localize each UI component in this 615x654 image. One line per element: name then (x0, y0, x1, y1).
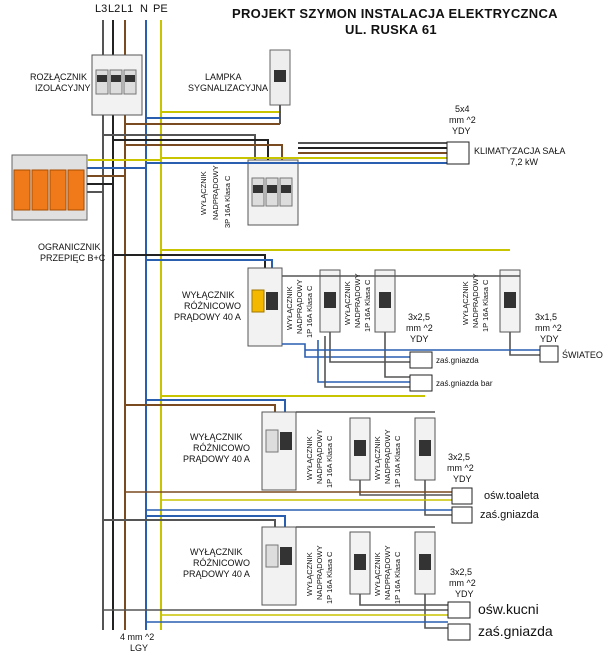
s1-cable-b-1: 3x1,5 (535, 312, 558, 322)
lamp-label-2: SYGNALIZACYJNA (188, 83, 269, 93)
mcb3p-label-3: 3P 16A Klasa C (223, 175, 232, 228)
section1-breakers (319, 269, 521, 333)
s3-b2-label-3: 1P 16A Klasa C (393, 551, 402, 604)
title-line1: PROJEKT SZYMON INSTALACJA ELEKTRYCZNCA (232, 6, 558, 21)
main-bus (102, 20, 162, 630)
bus-cable-size: 4 mm ^2 (120, 632, 155, 642)
s3-cable-2: mm ^2 (449, 578, 476, 588)
s1-b1-label-2: NADPRĄDOWY (295, 279, 304, 334)
surge-protector (11, 154, 161, 221)
section3-box1 (447, 601, 471, 619)
s2-rcd-label-3: PRĄDOWY 40 A (183, 454, 250, 464)
s3-rcd-label-2: RÓŻNICOWO (193, 558, 250, 568)
s1-load1: zaś.gniazda (436, 356, 479, 365)
s2-b1-label-1: WYŁĄCZNIK (305, 436, 314, 480)
s3-load2: zaś.gniazda (478, 623, 553, 639)
klima-cable-2: mm ^2 (449, 115, 476, 125)
isolator-label-2: IZOLACYJNY (35, 83, 91, 93)
section3-feed (103, 515, 286, 527)
s2-rcd-label-2: RÓŻNICOWO (193, 443, 250, 453)
s2-cable-2: mm ^2 (447, 463, 474, 473)
s3-rcd-label-1: WYŁĄCZNIK (190, 547, 243, 557)
s2-b2-label-3: 1P 10A Klasa C (393, 435, 402, 488)
s1-cable-a-3: YDY (410, 334, 429, 344)
signal-lamp (125, 49, 291, 125)
section2-box2 (451, 506, 473, 524)
s1-b1-label-3: 1P 16A Klasa C (305, 285, 314, 338)
s3-b1-label-1: WYŁĄCZNIK (305, 552, 314, 596)
bus-cable-type: LGY (130, 643, 149, 653)
section3-breakers (349, 531, 436, 595)
bus-label-n: N (140, 3, 148, 15)
s1-cable-b-3: YDY (540, 334, 559, 344)
s3-b2-label-2: NADPRĄDOWY (383, 545, 392, 600)
s1-rcd-label-2: RÓŻNICOWO (184, 301, 241, 311)
s3-load1: ośw.kucni (478, 601, 539, 617)
section1-wiring (282, 275, 540, 388)
s3-b2-label-1: WYŁĄCZNIK (373, 552, 382, 596)
klima-label-1: KLIMATYZACJA SAŁA (474, 146, 566, 156)
s2-b1-label-3: 1P 16A Klasa C (325, 435, 334, 488)
s2-b2-label-2: NADPRĄDOWY (383, 429, 392, 484)
s2-load1: ośw.toaleta (484, 490, 540, 502)
lamp-label-1: LAMPKA (205, 72, 242, 82)
bus-label-l3: L3 (95, 3, 108, 15)
s1-cable-a-1: 3x2,5 (408, 312, 431, 322)
s2-b1-label-2: NADPRĄDOWY (315, 429, 324, 484)
s2-b2-label-1: WYŁĄCZNIK (373, 436, 382, 480)
s3-rcd-label-3: PRĄDOWY 40 A (183, 569, 250, 579)
section1-box2 (409, 374, 433, 392)
s2-load2: zaś.gniazda (480, 509, 539, 521)
section2-feed (125, 395, 425, 412)
section1-feed (113, 249, 510, 268)
mcb3p-label-1: WYŁĄCZNIK (199, 171, 208, 215)
s2-cable-3: YDY (453, 474, 472, 484)
bus-label-pe: PE (153, 3, 168, 15)
isolator-label-1: ROZŁĄCZNIK (30, 72, 88, 82)
s1-b2-label-3: 1P 16A Klasa C (363, 279, 372, 332)
s1-b3-label-3: 1P 16A Klasa C (481, 279, 490, 332)
s1-b3-label-2: NADPRĄDOWY (471, 273, 480, 328)
surge-label-1: OGRANICZNIK (38, 242, 101, 252)
bus-label-l1: L1 (121, 3, 134, 15)
s2-rcd-label-1: WYŁĄCZNIK (190, 432, 243, 442)
section1-rcd (247, 267, 283, 347)
s1-b1-label-1: WYŁĄCZNIK (285, 286, 294, 330)
surge-label-2: PRZEPIĘC B+C (40, 253, 106, 263)
klima-junction-box (446, 141, 470, 165)
s1-b2-label-1: WYŁĄCZNIK (343, 281, 352, 325)
s1-load2: zaś.gniazda bar (436, 379, 493, 388)
s1-rcd-label-3: PRĄDOWY 40 A (174, 312, 241, 322)
section3-box2 (447, 623, 471, 641)
section2-box1 (451, 487, 473, 505)
klima-cable-3: YDY (452, 126, 471, 136)
section2-wiring (125, 411, 452, 516)
section3-wiring (103, 526, 448, 629)
section2-rcd (261, 411, 297, 491)
title-line2: UL. RUSKA 61 (345, 22, 437, 37)
s2-cable-1: 3x2,5 (448, 452, 471, 462)
isolator-switch (91, 54, 143, 116)
mcb-3p (247, 159, 299, 226)
s1-b3-label-1: WYŁĄCZNIK (461, 281, 470, 325)
s1-load3: ŚWIATEO (562, 350, 603, 360)
section3-rcd (261, 526, 297, 606)
bus-label-l2: L2 (108, 3, 121, 15)
s1-rcd-label-1: WYŁĄCZNIK (182, 290, 235, 300)
s3-cable-1: 3x2,5 (450, 567, 473, 577)
s1-cable-a-2: mm ^2 (406, 323, 433, 333)
s1-cable-b-2: mm ^2 (535, 323, 562, 333)
section1-box3 (539, 345, 559, 363)
s3-b1-label-2: NADPRĄDOWY (315, 545, 324, 600)
klima-label-2: 7,2 kW (510, 157, 539, 167)
klima-cable-1: 5x4 (455, 104, 470, 114)
s3-cable-3: YDY (455, 589, 474, 599)
section1-box1 (409, 351, 433, 369)
s3-b1-label-3: 1P 16A Klasa C (325, 551, 334, 604)
klima-feed (103, 134, 447, 164)
s1-b2-label-2: NADPRĄDOWY (353, 273, 362, 328)
mcb3p-label-2: NADPRĄDOWY (211, 165, 220, 220)
